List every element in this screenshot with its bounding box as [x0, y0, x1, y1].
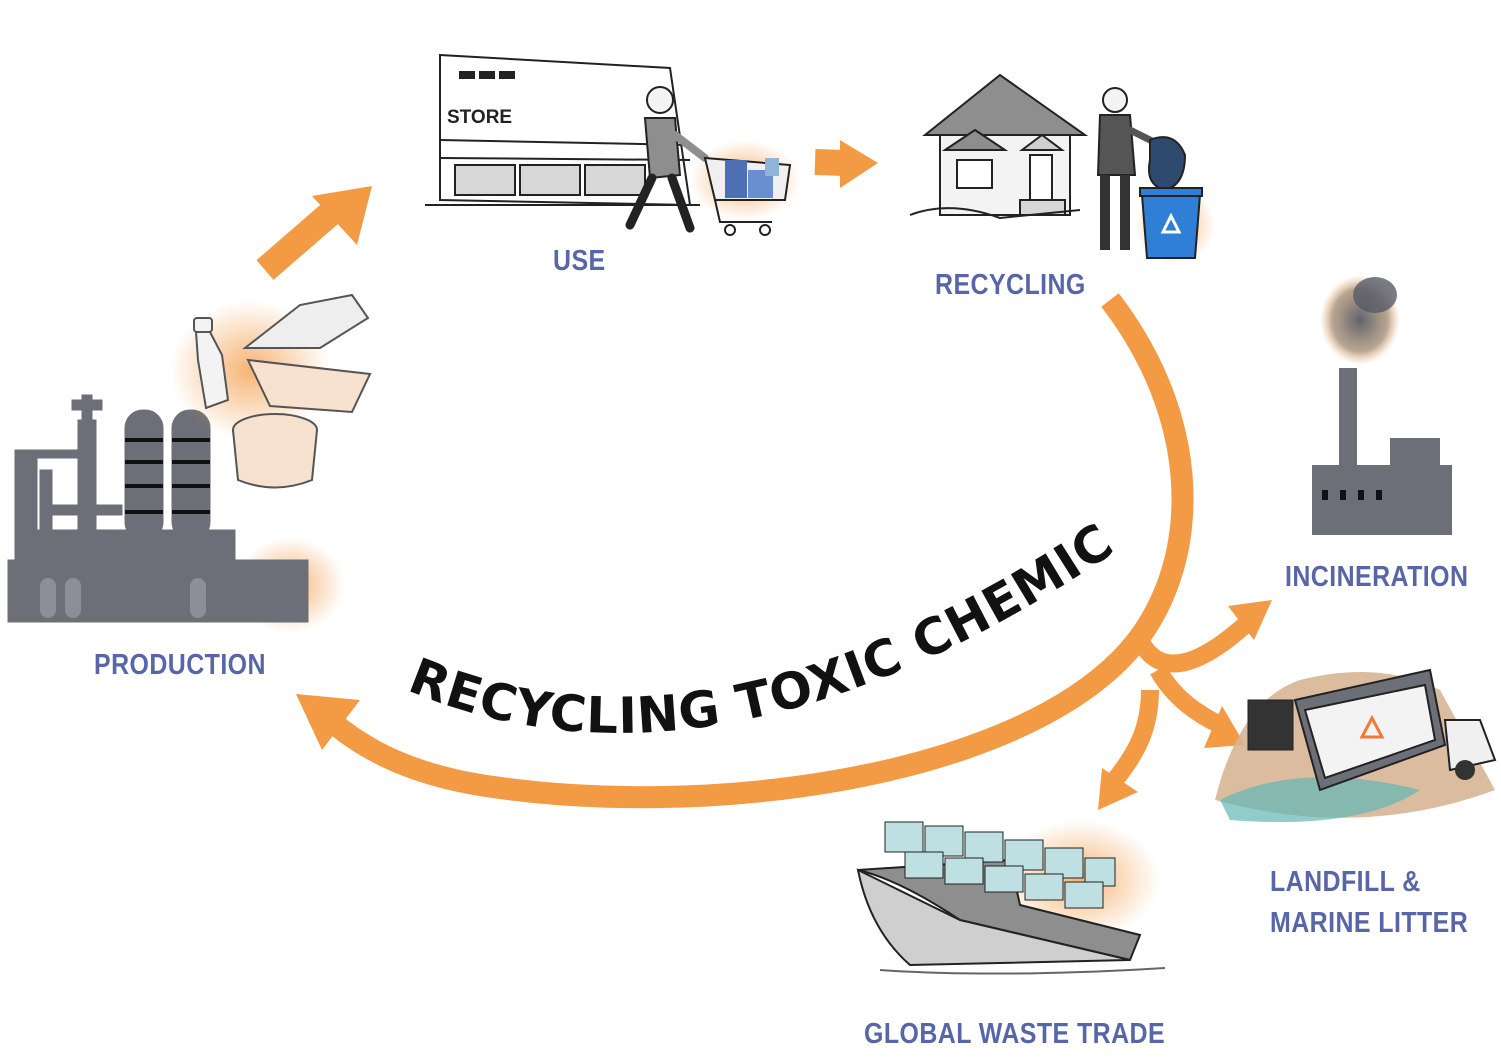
arrowhead-use	[312, 186, 372, 245]
arrowhead-incineration	[1228, 600, 1272, 640]
dump-truck-icon	[1215, 668, 1497, 822]
factory-icon	[7, 394, 345, 633]
recycling-bin-icon	[1096, 87, 1215, 265]
arrow-heads	[296, 140, 1272, 810]
plastic-containers-icon	[170, 293, 372, 489]
cycle-arrows	[256, 149, 1251, 809]
house-icon	[909, 73, 1089, 220]
store-sign: STORE	[447, 107, 512, 128]
arrow-production-to-use	[256, 195, 349, 280]
arrowhead-global-trade	[1098, 768, 1138, 810]
incinerator-icon	[1312, 275, 1452, 535]
arrow-branch-landfill	[1150, 665, 1225, 734]
label-use: USE	[553, 245, 606, 277]
arrow-branch-global-trade	[1107, 689, 1159, 786]
label-recycling: RECYCLING	[935, 269, 1086, 301]
arrow-recycling-to-production	[322, 293, 1194, 809]
label-global-waste-trade: GLOBAL WASTE TRADE	[864, 1018, 1166, 1050]
label-landfill-line1: LANDFILL &	[1270, 866, 1421, 898]
label-production: PRODUCTION	[94, 649, 266, 681]
arrowhead-recycling	[840, 140, 878, 188]
label-incineration: INCINERATION	[1285, 561, 1469, 593]
cargo-ship-icon	[856, 820, 1166, 975]
arrowhead-landfill	[1204, 706, 1245, 748]
arrowhead-production	[296, 694, 360, 750]
arrow-branch-incineration	[1131, 618, 1251, 673]
label-landfill-line2: MARINE LITTER	[1270, 907, 1469, 940]
shopper-cart-icon	[625, 86, 800, 236]
label-landfill: LANDFILL & MARINE LITTER	[1270, 862, 1468, 944]
